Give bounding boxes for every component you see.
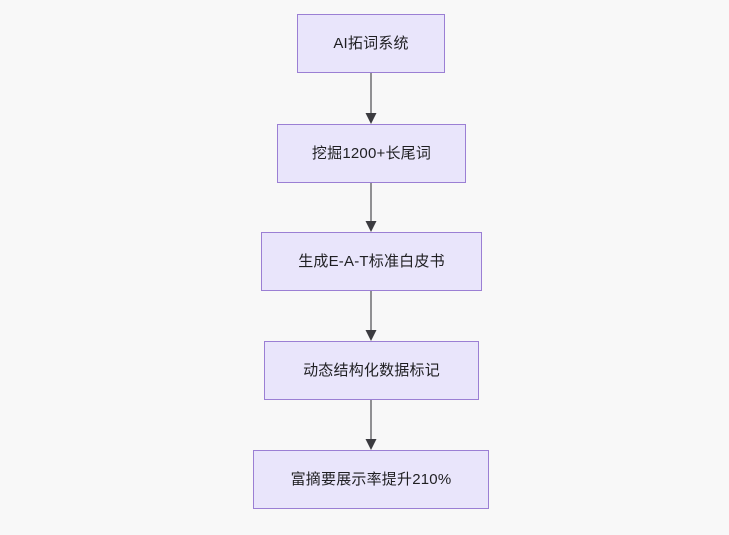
flowchart-node-mine-longtail-keywords[interactable]: 挖掘1200+长尾词 (277, 124, 466, 183)
node-label: AI拓词系统 (333, 34, 409, 52)
node-label: 生成E-A-T标准白皮书 (298, 252, 445, 270)
edge-n3-n4 (365, 291, 377, 341)
edge-n4-n5 (365, 400, 377, 450)
node-label: 动态结构化数据标记 (303, 361, 440, 379)
edge-n1-n2 (365, 73, 377, 124)
flowchart-node-rich-snippet-impression-lift[interactable]: 富摘要展示率提升210% (253, 450, 489, 509)
edge-n2-n3 (365, 183, 377, 232)
node-label: 挖掘1200+长尾词 (311, 144, 432, 162)
flowchart-node-dynamic-structured-data-markup[interactable]: 动态结构化数据标记 (264, 341, 479, 400)
flowchart-node-generate-eat-whitepaper[interactable]: 生成E-A-T标准白皮书 (261, 232, 482, 291)
node-label: 富摘要展示率提升210% (290, 470, 452, 488)
flowchart-node-ai-keyword-system[interactable]: AI拓词系统 (297, 14, 445, 73)
